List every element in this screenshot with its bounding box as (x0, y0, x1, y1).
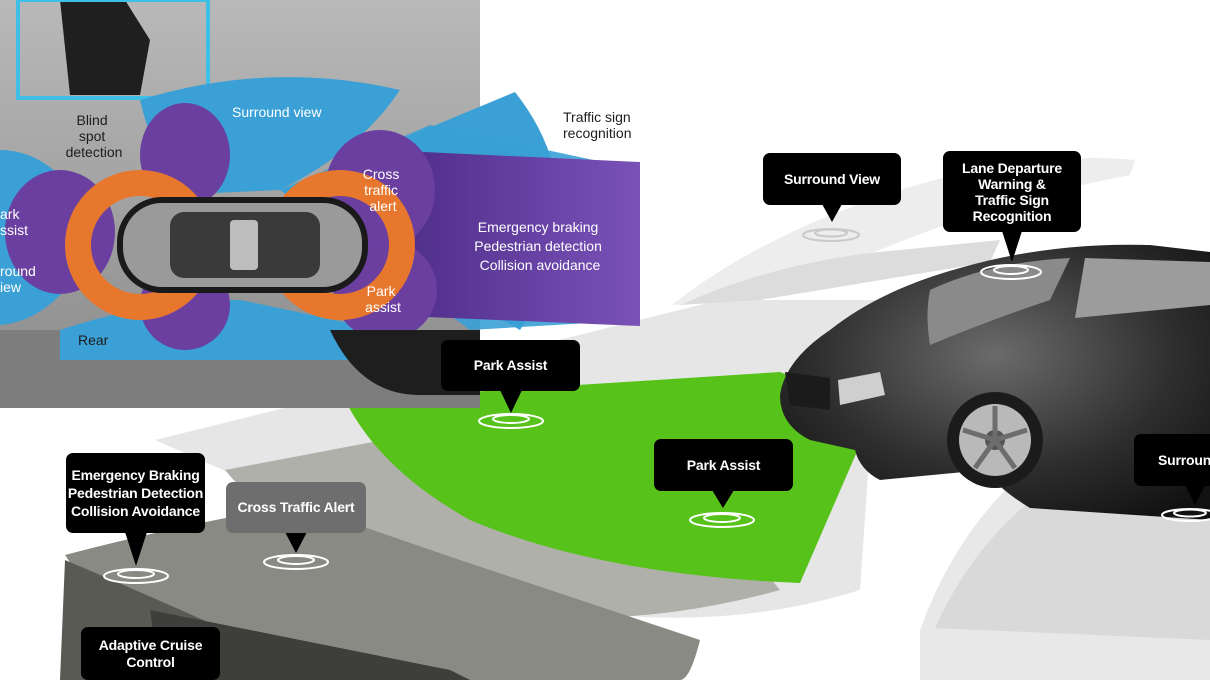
callout-pointer (712, 490, 734, 508)
sensor-ripple-icon (980, 264, 1042, 280)
sensor-ripple-icon (1161, 508, 1210, 522)
callout-park-assist-top: Park Assist (441, 340, 580, 391)
inset-label-park-assist: Park assist (365, 283, 401, 315)
inset-car-sunroof (230, 220, 258, 270)
callout-cross-traffic-text: Cross Traffic Alert (237, 499, 355, 515)
car-rim-spokes (962, 406, 1028, 470)
callout-park-assist-top-text: Park Assist (473, 357, 548, 373)
callout-pointer (500, 390, 522, 413)
lane-departure-zone (680, 240, 1000, 305)
sensor-ripple-icon (478, 413, 544, 429)
park-assist-zone (345, 372, 875, 583)
callout-line: Traffic Sign (975, 191, 1049, 208)
pedestrian-highlight (16, 0, 210, 100)
callout-line: Collision Avoidance (71, 503, 200, 519)
car-windshield (927, 258, 1070, 345)
callout-pointer (285, 532, 307, 553)
callout-line: Recognition (972, 207, 1052, 224)
callout-surround-view: Surround View (763, 153, 901, 205)
car-side-window (1075, 258, 1210, 318)
car-3d (780, 244, 1210, 521)
callout-line: Control (126, 653, 175, 670)
callout-line: Adaptive Cruise (98, 636, 203, 653)
callout-lane-departure: Lane Departure Warning & Traffic Sign Re… (943, 151, 1081, 232)
sensor-ripple-icon (263, 554, 329, 570)
callout-park-assist-mid: Park Assist (654, 439, 793, 491)
sensor-ripple-icon (689, 512, 755, 528)
callout-line: Warning & (978, 175, 1046, 192)
callout-pointer (1002, 231, 1022, 262)
car-headlight (838, 372, 885, 405)
callout-adaptive-cruise: Adaptive Cruise Control (81, 627, 220, 680)
callout-pointers (125, 204, 1205, 566)
inset-label-blind-spot: Blind spot detection (66, 112, 123, 160)
callout-surround-view-text: Surround View (784, 170, 880, 187)
callout-line: Lane Departure (962, 159, 1062, 176)
sensor-ripple-icon (802, 228, 860, 242)
inset-label-traffic-sign: Traffic sign recognition (563, 109, 635, 141)
callout-pointer (1185, 485, 1205, 505)
inset-label-left-park: ark ssist (0, 206, 28, 238)
inset-label-surround-view: Surround view (232, 104, 322, 120)
sensor-ripple-icon (103, 568, 169, 584)
pedestrian-figure (60, 0, 150, 95)
callout-surround-right: Surround (1134, 434, 1210, 486)
sensor-zones (60, 158, 1210, 680)
inset-label-rear: Rear (78, 332, 109, 348)
road-shadow-band (150, 610, 470, 680)
callout-pointer (822, 204, 842, 222)
callout-park-assist-mid-text: Park Assist (686, 456, 761, 473)
inset-emergency-beam (380, 150, 640, 326)
car-grille (785, 372, 830, 410)
inset-label-emergency: Emergency braking Pedestrian detection C… (474, 219, 606, 273)
sensor-markers (103, 228, 1210, 584)
inset-label-left-surround: round iew (0, 263, 40, 295)
inset-label-cross-traffic: Cross traffic alert (363, 166, 403, 214)
callout-cross-traffic-alert: Cross Traffic Alert (226, 482, 366, 533)
callout-line: Pedestrian Detection (67, 485, 204, 501)
callout-emergency-braking: Emergency Braking Pedestrian Detection C… (66, 453, 205, 533)
callout-surround-right-text: Surround (1158, 451, 1210, 468)
inset-illustration: Surround view Blind spot detection Traff… (0, 0, 640, 408)
callout-line: Emergency Braking (71, 467, 200, 483)
callout-pointer (125, 532, 147, 566)
